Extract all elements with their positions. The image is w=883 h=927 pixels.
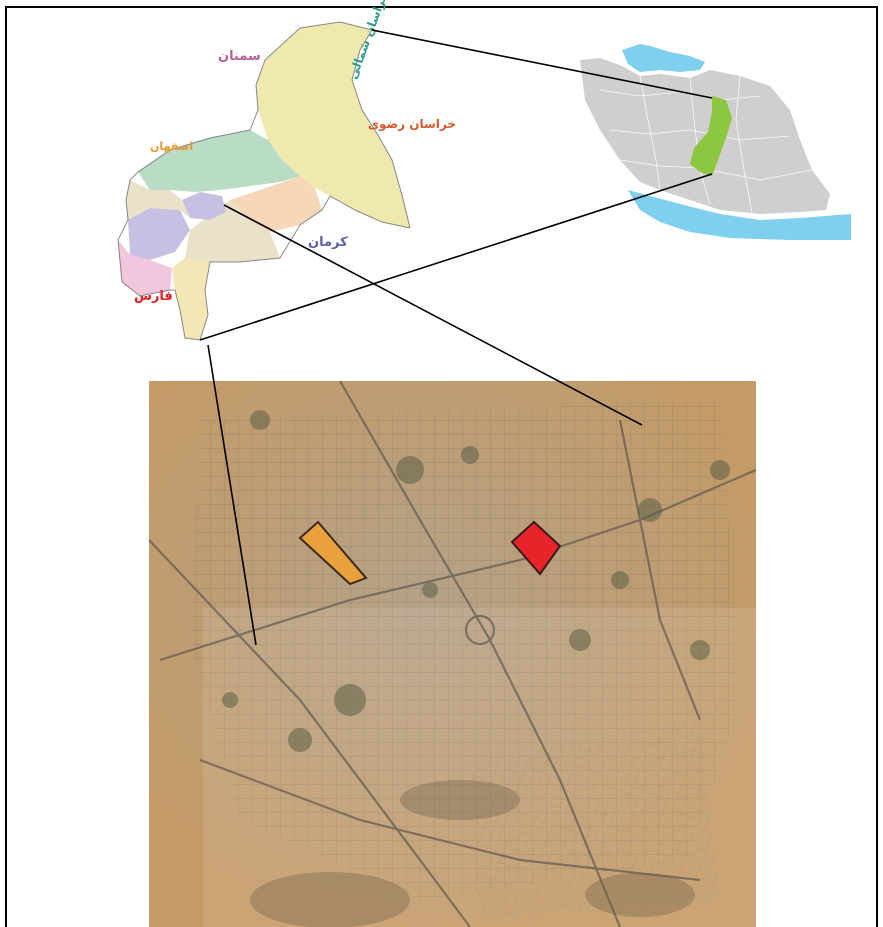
province-region-taft: [128, 208, 190, 260]
label-razavi-khorasan: خراسان رضوی: [368, 117, 456, 132]
mountains: [250, 780, 695, 927]
province-region-north: [256, 22, 410, 228]
persian-gulf: [628, 190, 851, 240]
label-fars: فارس: [134, 289, 173, 304]
province-region-abarkuh: [118, 240, 172, 296]
vegetation: [222, 410, 730, 752]
label-isfahan: اصفهان: [150, 140, 193, 153]
province-region-khatam: [172, 258, 210, 340]
orange-site-marker: [298, 520, 368, 586]
connector-city-to-satellite-right: [223, 204, 643, 426]
image-tile-seam: [203, 608, 756, 927]
label-kerman: کرمان: [308, 235, 348, 250]
province-boundaries: [117, 21, 411, 341]
connector-city-to-satellite-left: [207, 344, 257, 646]
yazd-province-highlight: [690, 96, 732, 176]
province-region-mehriz: [185, 200, 280, 262]
old-city-grid: [470, 720, 720, 920]
satellite-image: [148, 380, 757, 927]
figure-frame: [5, 6, 878, 927]
connector-province-to-iran-bottom: [199, 173, 713, 341]
connector-province-to-iran-top: [371, 29, 713, 99]
province-map: سمنان خراسان شمالی خراسان رضوی اصفهان کر…: [117, 0, 456, 352]
main-roads: [148, 380, 757, 927]
connector-lines: [199, 29, 713, 646]
province-region-ardakan: [138, 130, 300, 192]
province-region-yazd: [182, 192, 226, 220]
caspian-sea: [622, 44, 705, 72]
red-site-marker: [510, 520, 562, 576]
province-region-bafq: [230, 176, 322, 232]
label-semnan: سمنان: [218, 49, 261, 64]
iran-map: [570, 44, 851, 240]
province-region-west: [126, 180, 190, 220]
